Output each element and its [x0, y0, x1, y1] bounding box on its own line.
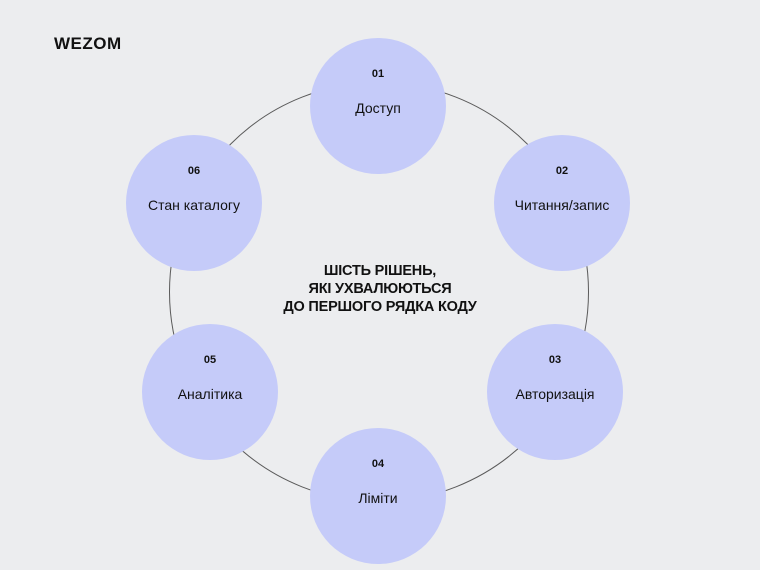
node-number: 01 — [371, 68, 385, 80]
node-label: Читання/запис — [514, 197, 610, 213]
node-number: 03 — [548, 354, 562, 366]
node-label: Ліміти — [358, 490, 398, 506]
node-label: Авторизація — [515, 386, 595, 402]
center-title-line: ДО ПЕРШОГО РЯДКА КОДУ — [283, 299, 477, 315]
wezom-logo: WEZOM — [54, 34, 122, 53]
node-label: Доступ — [355, 100, 401, 116]
center-title: ШІСТЬ РІШЕНЬ, ЯКІ УХВАЛЮЮТЬСЯ ДО ПЕРШОГО… — [230, 262, 530, 316]
node-label: Аналітика — [177, 386, 243, 402]
node-number: 02 — [555, 165, 569, 177]
center-title-line: ШІСТЬ РІШЕНЬ, — [323, 263, 437, 279]
node-04: 04 Ліміти — [310, 428, 446, 564]
node-number: 06 — [187, 165, 201, 177]
node-06: 06 Стан каталогу — [126, 135, 262, 271]
node-number: 04 — [371, 458, 385, 470]
node-01: 01 Доступ — [310, 38, 446, 174]
center-title-line: ЯКІ УХВАЛЮЮТЬСЯ — [308, 281, 452, 297]
node-02: 02 Читання/запис — [494, 135, 630, 271]
node-label: Стан каталогу — [148, 197, 240, 213]
node-05: 05 Аналітика — [142, 324, 278, 460]
node-03: 03 Авторизація — [487, 324, 623, 460]
node-number: 05 — [203, 354, 217, 366]
